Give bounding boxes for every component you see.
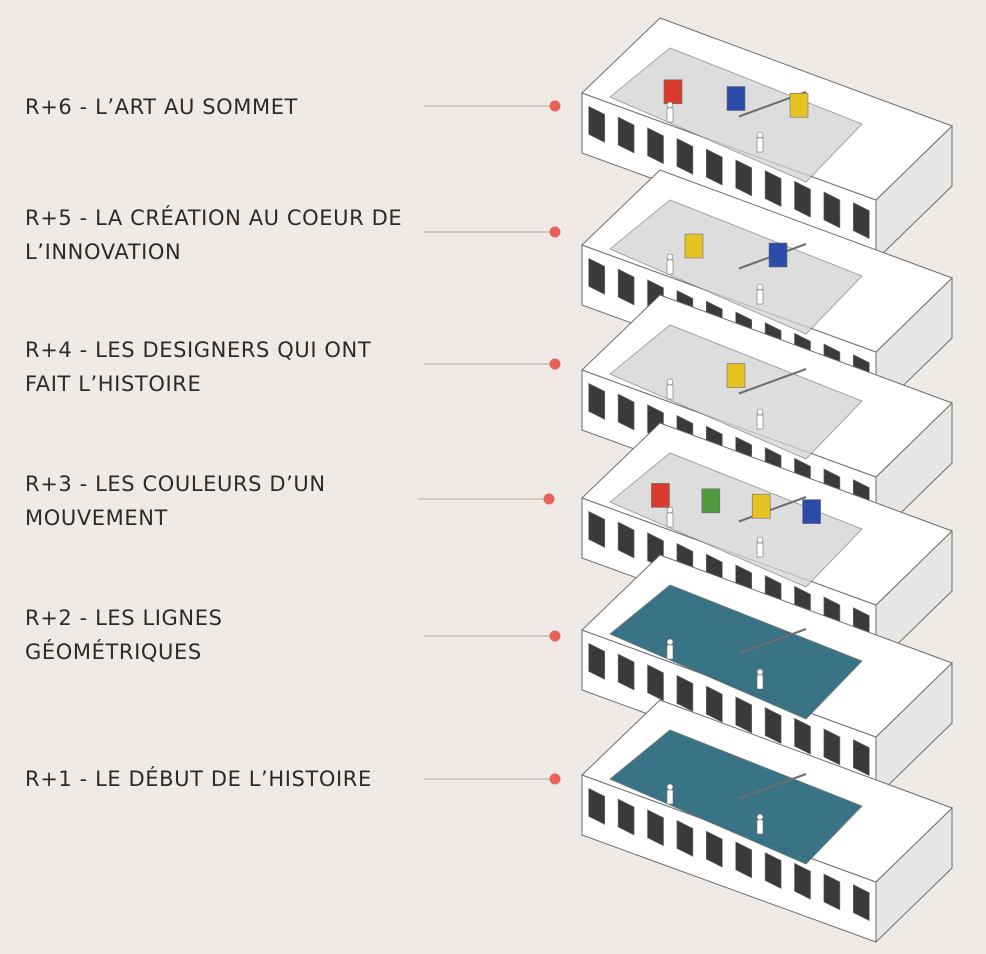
window	[588, 510, 606, 548]
floor-slab-r1	[581, 699, 953, 944]
floor-label-r2: R+2 - LES LIGNES GÉOMÉTRIQUES	[25, 606, 223, 664]
visitor-figure-head	[666, 101, 674, 109]
marker-dot-r4	[549, 358, 561, 370]
exhibit-object	[701, 488, 721, 514]
window	[617, 653, 635, 691]
visitor-figure-head	[666, 378, 674, 386]
visitor-figure-head	[666, 253, 674, 261]
window	[647, 664, 664, 702]
exhibit-object	[684, 233, 704, 259]
window	[852, 202, 870, 240]
visitor-figure-head	[756, 408, 764, 416]
window	[794, 180, 811, 218]
exhibit-object	[726, 86, 746, 111]
visitor-figure-head	[756, 536, 764, 544]
visitor-figure-body	[666, 384, 674, 400]
window	[706, 685, 723, 723]
visitor-figure-body	[666, 512, 674, 528]
visitor-figure-head	[666, 506, 674, 514]
interior-partition	[738, 628, 807, 655]
window	[588, 257, 606, 295]
marker-dot-r6	[549, 100, 561, 112]
visitor-figure-body	[756, 674, 764, 690]
interior-partition	[738, 773, 807, 800]
window	[588, 105, 606, 143]
window	[676, 819, 694, 857]
slab-interior-floor	[609, 729, 863, 865]
window	[588, 382, 606, 420]
window	[764, 707, 782, 745]
window	[588, 787, 606, 825]
window	[735, 841, 752, 879]
visitor-figure-body	[756, 137, 764, 153]
exhibit-object	[802, 499, 821, 524]
marker-dot-r1	[549, 773, 561, 785]
exhibit-object	[751, 493, 771, 519]
window	[706, 830, 723, 868]
visitor-figure-head	[666, 638, 674, 646]
floor-label-r3: R+3 - LES COULEURS D’UN MOUVEMENT	[25, 472, 326, 530]
floor-label-r6: R+6 - L’ART AU SOMMET	[25, 95, 298, 119]
visitor-figure-body	[666, 789, 674, 805]
slab-interior-floor	[609, 324, 863, 460]
exhibit-object	[789, 92, 809, 118]
window	[823, 873, 841, 911]
window	[764, 852, 782, 890]
window	[617, 393, 635, 431]
visitor-figure-head	[756, 813, 764, 821]
window	[617, 116, 635, 154]
marker-dot-r2	[549, 630, 561, 642]
window	[823, 191, 841, 229]
window	[617, 268, 635, 306]
window	[735, 159, 752, 197]
window	[852, 739, 870, 777]
slab-interior-floor	[609, 584, 863, 720]
floor-label-r4: R+4 - LES DESIGNERS QUI ONT FAIT L’HISTO…	[25, 338, 372, 396]
exhibit-object	[651, 483, 670, 508]
exhibit-object	[768, 242, 788, 268]
exhibit-object	[726, 363, 746, 388]
floor-label-r1: R+1 - LE DÉBUT DE L’HISTOIRE	[25, 767, 372, 791]
window	[647, 127, 664, 165]
visitor-figure-body	[666, 259, 674, 275]
window	[764, 170, 782, 208]
visitor-figure-head	[756, 283, 764, 291]
window	[794, 862, 811, 900]
visitor-figure-head	[666, 783, 674, 791]
slab-interior-floor	[609, 199, 863, 335]
slab-interior-floor	[609, 452, 863, 588]
window	[617, 521, 635, 559]
window	[676, 137, 694, 175]
visitor-figure-body	[756, 542, 764, 558]
visitor-figure-body	[756, 414, 764, 430]
marker-dot-r5	[549, 226, 561, 238]
window	[706, 148, 723, 186]
interior-partition	[738, 496, 807, 523]
floor-label-r5: R+5 - LA CRÉATION AU COEUR DE L’INNOVATI…	[25, 206, 403, 264]
exploded-building-illustration	[581, 17, 953, 944]
window	[588, 642, 606, 680]
window	[647, 809, 664, 847]
floor-slab-r6	[581, 17, 953, 262]
window	[794, 717, 811, 755]
window	[735, 696, 752, 734]
window	[617, 798, 635, 836]
exhibit-object	[663, 79, 683, 105]
visitor-figure-body	[666, 644, 674, 660]
visitor-figure-body	[666, 107, 674, 123]
window	[852, 884, 870, 922]
interior-partition	[738, 368, 807, 395]
visitor-figure-head	[756, 668, 764, 676]
visitor-figure-head	[756, 131, 764, 139]
visitor-figure-body	[756, 819, 764, 835]
window	[823, 728, 841, 766]
marker-dot-r3	[543, 493, 555, 505]
visitor-figure-body	[756, 289, 764, 305]
window	[676, 674, 694, 712]
